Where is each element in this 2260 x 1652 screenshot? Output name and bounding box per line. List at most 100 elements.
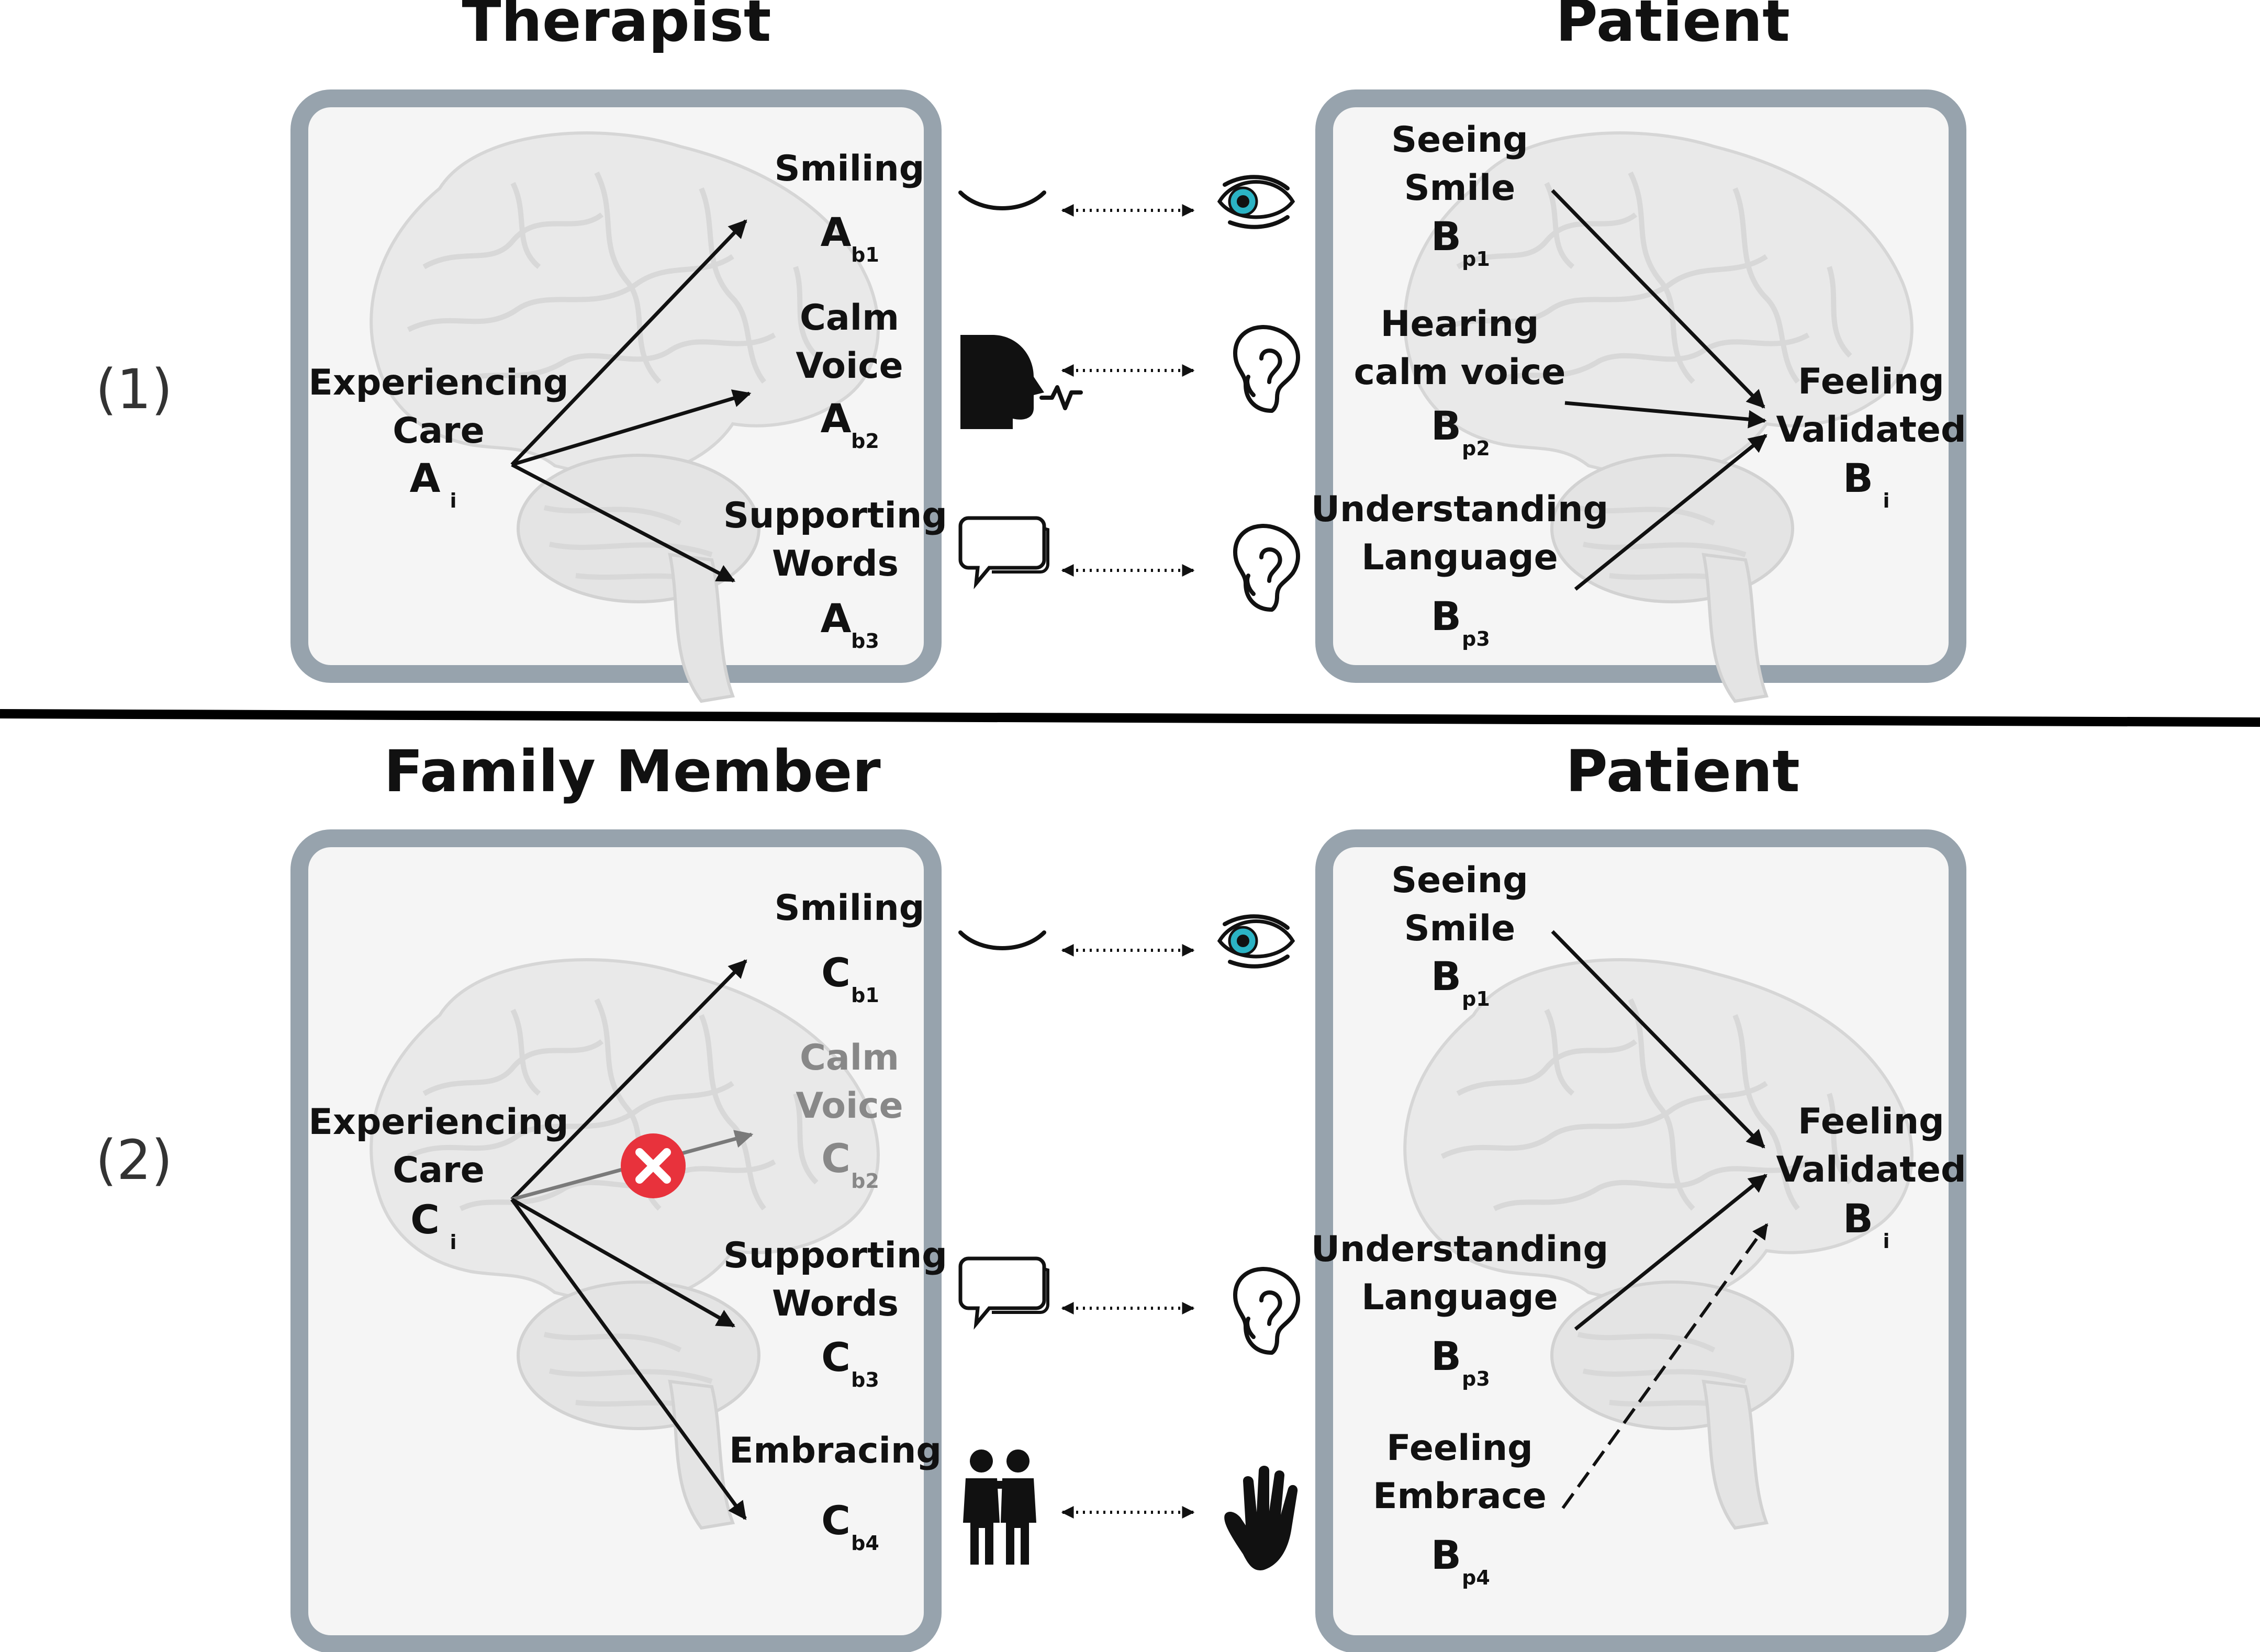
svg-text:Seeing: Seeing — [1391, 119, 1528, 161]
svg-text:B: B — [1431, 1333, 1461, 1379]
section1-left-title: Therapist — [462, 0, 771, 54]
s1-understanding-label: Understanding Language B p3 — [1311, 489, 1608, 650]
s2-arrow-from-understanding — [1574, 1174, 1767, 1331]
svg-text:Experiencing: Experiencing — [308, 362, 568, 403]
section2-number: (2) — [95, 1128, 172, 1192]
s1-arrow-to-supporting-words — [511, 463, 736, 583]
ear-icon — [1235, 526, 1298, 610]
svg-text:Embrace: Embrace — [1373, 1476, 1547, 1517]
svg-text:Calm: Calm — [800, 1037, 899, 1078]
svg-text:Smiling: Smiling — [775, 148, 925, 189]
svg-text:i: i — [1883, 489, 1889, 512]
svg-text:p2: p2 — [1462, 437, 1490, 460]
svg-text:Smile: Smile — [1404, 908, 1516, 949]
s1-smiling-label: Smiling A b1 — [775, 148, 925, 266]
svg-text:i: i — [450, 489, 456, 512]
eye-icon — [1219, 177, 1293, 227]
svg-text:B: B — [1431, 593, 1461, 639]
svg-text:Understanding: Understanding — [1311, 489, 1608, 530]
section1-number: (1) — [95, 357, 172, 421]
s1-arrow-to-smiling — [510, 219, 747, 466]
svg-text:b2: b2 — [851, 430, 879, 453]
svg-text:Language: Language — [1361, 537, 1558, 578]
svg-text:b2: b2 — [851, 1170, 879, 1193]
s2-seeing-smile-label: Seeing Smile B p1 — [1391, 860, 1528, 1010]
s1-source-label: Experiencing Care A i — [308, 362, 568, 512]
svg-text:p1: p1 — [1462, 248, 1490, 271]
svg-text:Care: Care — [393, 1150, 484, 1191]
s2-arrow-to-supporting-words — [511, 1197, 736, 1328]
svg-text:B: B — [1843, 455, 1873, 501]
eye-icon — [1219, 916, 1293, 967]
svg-text:Words: Words — [772, 543, 899, 585]
svg-text:p3: p3 — [1462, 627, 1490, 650]
svg-text:Language: Language — [1361, 1277, 1558, 1318]
section1-right-title: Patient — [1556, 0, 1790, 54]
section2-right-title: Patient — [1565, 738, 1800, 805]
svg-text:A: A — [410, 455, 441, 501]
svg-text:Embracing: Embracing — [729, 1430, 942, 1471]
svg-text:Seeing: Seeing — [1391, 860, 1528, 901]
svg-text:b1: b1 — [851, 984, 879, 1007]
s1-arrow-from-seeing — [1551, 189, 1765, 409]
s2-smiling-label: Smiling C b1 — [775, 887, 925, 1007]
s2-calm-voice-label: Calm Voice C b2 — [796, 1037, 903, 1193]
svg-text:Validated: Validated — [1776, 1149, 1966, 1190]
s2-supporting-words-label: Supporting Words C b3 — [723, 1235, 947, 1391]
s1-arrow-from-understanding — [1574, 434, 1767, 591]
svg-text:Supporting: Supporting — [723, 1235, 947, 1276]
s1-hearing-label: Hearing calm voice B p2 — [1354, 304, 1566, 460]
svg-text:b3: b3 — [851, 1368, 879, 1391]
svg-text:Voice: Voice — [796, 345, 903, 387]
section1-right-panel: Seeing Smile B p1 Hearing calm voice B p… — [1311, 89, 1966, 701]
svg-text:Smiling: Smiling — [775, 887, 925, 929]
s2-arrow-to-embracing — [510, 1198, 747, 1520]
svg-text:calm voice: calm voice — [1354, 352, 1566, 393]
svg-text:B: B — [1431, 402, 1461, 449]
section2-left-title: Family Member — [384, 738, 880, 805]
speech-bubble-icon — [960, 518, 1048, 583]
svg-text:Voice: Voice — [796, 1085, 903, 1127]
svg-text:B: B — [1431, 953, 1461, 999]
embracing-people-icon — [963, 1449, 1036, 1565]
s1-arrow-to-calm-voice — [511, 389, 752, 467]
ear-icon — [1235, 1269, 1298, 1353]
svg-text:Feeling: Feeling — [1386, 1428, 1533, 1469]
s2-embracing-label: Embracing C b4 — [729, 1430, 942, 1555]
svg-text:Feeling: Feeling — [1798, 1101, 1944, 1142]
svg-text:b4: b4 — [851, 1532, 879, 1555]
smile-mouth-icon — [960, 193, 1044, 208]
s2-understanding-label: Understanding Language B p3 — [1311, 1229, 1608, 1390]
section-divider — [0, 709, 2260, 727]
section1-left-panel: Experiencing Care A i Smiling A b1 Calm … — [290, 89, 947, 701]
svg-text:Feeling: Feeling — [1798, 361, 1944, 402]
svg-text:Hearing: Hearing — [1381, 304, 1539, 345]
s1-feeling-validated-label: Feeling Validated B i — [1776, 361, 1966, 512]
hand-icon — [1224, 1466, 1298, 1570]
svg-text:B: B — [1431, 1532, 1461, 1578]
s2-source-label: Experiencing Care C i — [308, 1102, 568, 1254]
svg-text:A: A — [821, 595, 852, 642]
svg-text:p1: p1 — [1462, 987, 1490, 1010]
svg-text:b1: b1 — [851, 243, 879, 266]
svg-text:Care: Care — [393, 410, 484, 452]
svg-text:Supporting: Supporting — [723, 495, 947, 536]
svg-text:C: C — [821, 1334, 851, 1380]
svg-text:C: C — [410, 1196, 440, 1243]
svg-text:Calm: Calm — [800, 297, 899, 339]
svg-text:Validated: Validated — [1776, 409, 1966, 451]
s2-feeling-embrace-label: Feeling Embrace B p4 — [1373, 1428, 1547, 1589]
s2-arrow-to-smiling — [510, 959, 747, 1201]
speaking-head-icon — [960, 335, 1081, 429]
svg-text:i: i — [450, 1231, 456, 1254]
svg-text:A: A — [821, 395, 852, 442]
s1-calm-voice-label: Calm Voice A b2 — [796, 297, 903, 453]
svg-text:B: B — [1843, 1195, 1873, 1242]
svg-text:Smile: Smile — [1404, 167, 1516, 209]
svg-text:p3: p3 — [1462, 1367, 1490, 1390]
cross-icon — [621, 1133, 686, 1198]
svg-text:b3: b3 — [851, 630, 879, 653]
svg-text:C: C — [821, 1135, 851, 1182]
s2-dashed-arrow-from-embrace — [1561, 1223, 1769, 1509]
